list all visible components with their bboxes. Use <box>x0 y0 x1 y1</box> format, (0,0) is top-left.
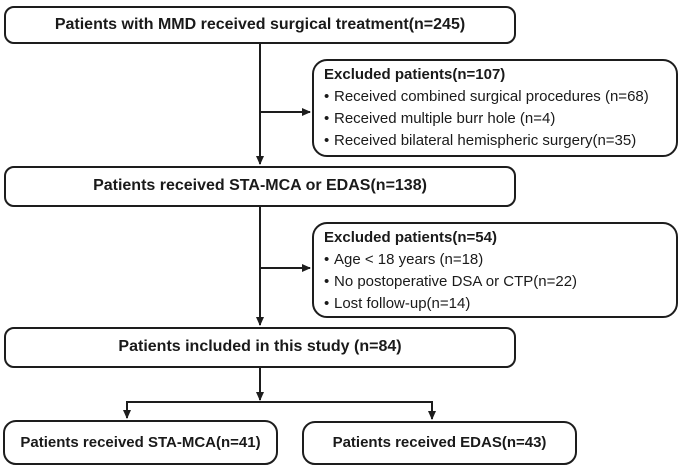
excluded-1-item: •Received combined surgical procedures (… <box>324 86 667 108</box>
excluded-2-item-text: No postoperative DSA or CTP(n=22) <box>334 273 578 290</box>
excluded-1-item: •Received multiple burr hole (n=4) <box>324 108 667 130</box>
box-included-study: Patients included in this study (n=84) <box>4 327 516 368</box>
box-stamca-or-edas: Patients received STA-MCA or EDAS(n=138) <box>4 166 516 207</box>
excluded-1-item: •Received bilateral hemispheric surgery(… <box>324 130 667 152</box>
box-stamca-or-edas-label: Patients received STA-MCA or EDAS(n=138) <box>93 177 427 195</box>
excluded-2-header: Excluded patients(n=54) <box>324 229 497 246</box>
box-surgical-treatment-label: Patients with MMD received surgical trea… <box>54 15 466 33</box>
bullet-icon: • <box>324 88 330 105</box>
box-excluded-1: Excluded patients(n=107) •Received combi… <box>312 59 678 157</box>
bullet-icon: • <box>324 110 330 127</box>
box-included-study-label: Patients included in this study (n=84) <box>118 338 402 356</box>
excluded-2-item-text: Age < 18 years (n=18) <box>334 251 484 268</box>
bullet-icon: • <box>324 295 330 312</box>
box-received-stamca: Patients received STA-MCA(n=41) <box>3 420 278 465</box>
excluded-2-item: •Lost follow-up(n=14) <box>324 293 667 315</box>
excluded-2-item: •No postoperative DSA or CTP(n=22) <box>324 271 667 293</box>
box-received-stamca-label: Patients received STA-MCA(n=41) <box>20 433 261 451</box>
box-excluded-2: Excluded patients(n=54) •Age < 18 years … <box>312 222 678 318</box>
bullet-icon: • <box>324 132 330 149</box>
excluded-1-item-text: Received combined surgical procedures (n… <box>334 88 649 105</box>
bullet-icon: • <box>324 251 330 268</box>
excluded-2-item: •Age < 18 years (n=18) <box>324 249 667 271</box>
excluded-1-item-text: Received multiple burr hole (n=4) <box>334 110 556 127</box>
box-received-edas: Patients received EDAS(n=43) <box>302 421 577 465</box>
box-received-edas-label: Patients received EDAS(n=43) <box>332 434 547 452</box>
excluded-2-item-text: Lost follow-up(n=14) <box>334 295 471 312</box>
bullet-icon: • <box>324 273 330 290</box>
excluded-1-header: Excluded patients(n=107) <box>324 66 506 83</box>
excluded-1-item-text: Received bilateral hemispheric surgery(n… <box>334 132 637 149</box>
box-surgical-treatment: Patients with MMD received surgical trea… <box>4 6 516 44</box>
